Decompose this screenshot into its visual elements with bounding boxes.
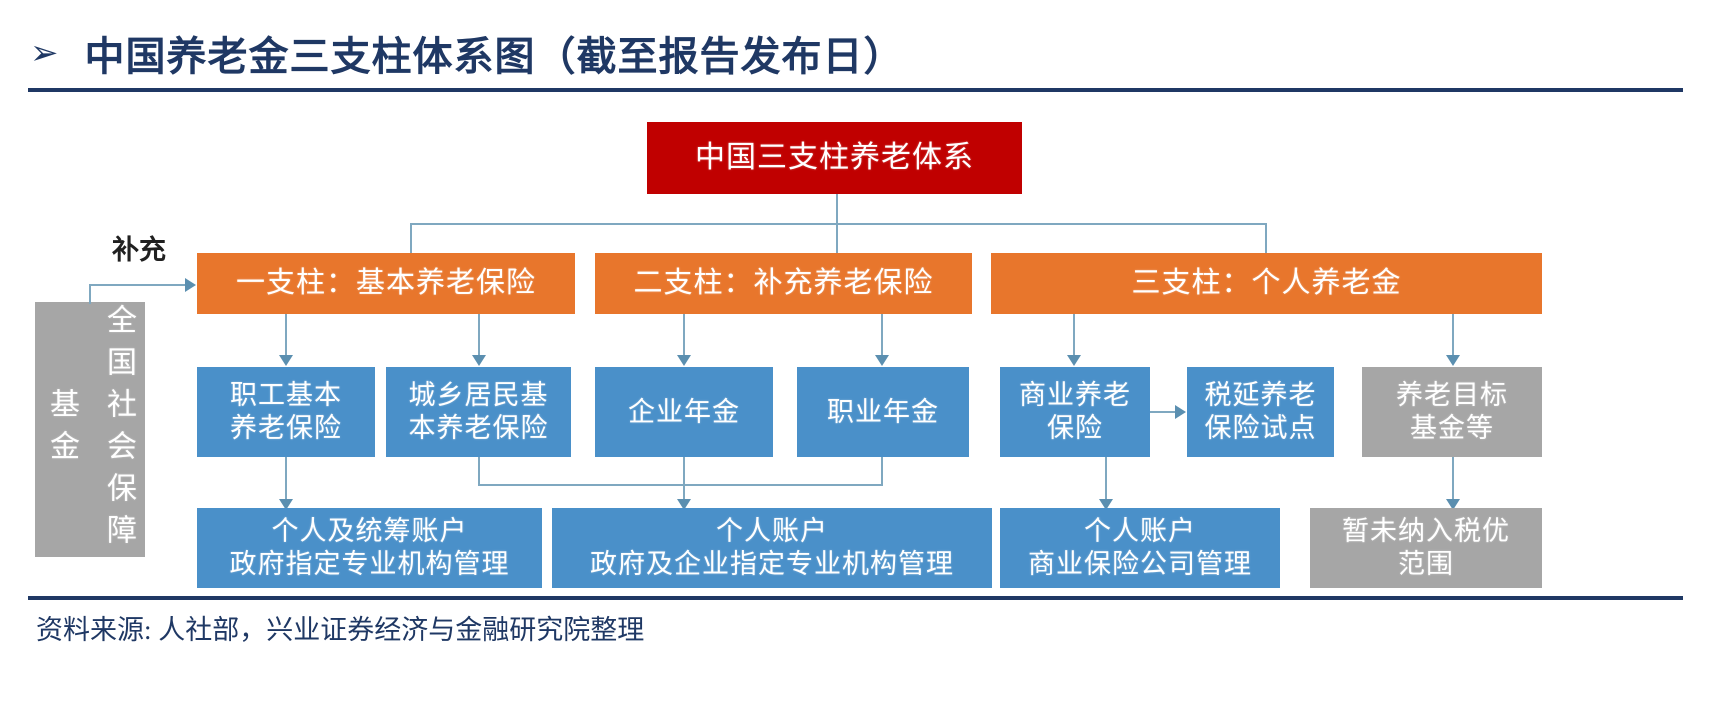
connector-root-to-pillar-3 — [1265, 223, 1267, 254]
connector-pillar1-to-urban-rural — [478, 314, 480, 356]
source-note: 资料来源: 人社部，兴业证券经济与金融研究院整理 — [36, 615, 645, 645]
arrow-pillar2-to-enterprise-annuity — [677, 355, 691, 366]
connector-pillar3-to-target-date-fund — [1452, 314, 1454, 356]
product-employee-basic-pension-insurance: 职工基本 养老保险 — [197, 367, 375, 457]
connector-pillar3-to-commercial-pension — [1073, 314, 1075, 356]
arrow-pillar3-to-commercial-pension — [1067, 355, 1081, 366]
connector-root-stem — [836, 194, 838, 224]
connector-commercial-to-tax-deferred — [1150, 411, 1176, 413]
root-node-china-three-pillar-system: 中国三支柱养老体系 — [647, 122, 1022, 194]
connector-fund-to-pillar-1 — [89, 284, 186, 286]
page-title-text: 中国养老金三支柱体系图（截至报告发布日） — [84, 34, 905, 79]
title-divider — [28, 88, 1683, 92]
footer-divider — [28, 596, 1683, 600]
connector-annuity-merge-bus — [478, 484, 883, 486]
account-personal-government-enterprise: 个人账户 政府及企业指定专业机构管理 — [552, 508, 992, 588]
national-social-security-fund-node: 全国社会保障基金 — [35, 302, 145, 557]
bullet-arrow-icon: ➢ — [30, 33, 59, 73]
connector-pillar2-to-occupational-annuity — [881, 314, 883, 356]
supplement-label: 补充 — [112, 235, 166, 265]
connector-urban-rural-drop — [478, 457, 480, 485]
arrow-pillar3-to-target-date-fund — [1446, 355, 1460, 366]
arrow-pillar1-to-urban-rural — [472, 355, 486, 366]
arrow-pillar2-to-occupational-annuity — [875, 355, 889, 366]
connector-root-to-pillar-1 — [410, 223, 412, 254]
product-occupational-annuity: 职业年金 — [797, 367, 969, 457]
connector-commercial-to-personal-account — [1105, 457, 1107, 501]
arrow-commercial-to-personal-account — [1099, 499, 1113, 510]
pillar-2-supplementary-pension-insurance: 二支柱：补充养老保险 — [595, 253, 972, 314]
arrow-commercial-to-tax-deferred — [1175, 405, 1186, 419]
connector-root-to-pillar-2 — [836, 223, 838, 254]
connector-occupational-annuity-drop — [881, 457, 883, 485]
connector-pillar1-to-employee-basic — [285, 314, 287, 356]
pillar-1-basic-pension-insurance: 一支柱：基本养老保险 — [197, 253, 575, 314]
product-pension-target-fund: 养老目标 基金等 — [1362, 367, 1542, 457]
product-urban-rural-resident-basic-pension-insurance: 城乡居民基 本养老保险 — [386, 367, 571, 457]
connector-employee-basic-to-account — [285, 457, 287, 501]
product-commercial-pension-insurance: 商业养老 保险 — [1000, 367, 1150, 457]
connector-pillar2-to-enterprise-annuity — [683, 314, 685, 356]
connector-fund-riser — [89, 285, 91, 304]
connector-target-fund-to-no-tax-scope — [1452, 457, 1454, 501]
product-tax-deferred-pension-insurance-pilot: 税延养老 保险试点 — [1187, 367, 1334, 457]
product-enterprise-annuity: 企业年金 — [595, 367, 773, 457]
arrow-target-fund-to-no-tax-scope — [1446, 499, 1460, 510]
arrow-pillar1-to-employee-basic — [279, 355, 293, 366]
page-title: ➢ 中国养老金三支柱体系图（截至报告发布日） — [30, 22, 1680, 84]
account-personal-commercial-insurer: 个人账户 商业保险公司管理 — [1000, 508, 1280, 588]
connector-fund-arrowhead — [185, 278, 196, 292]
connector-bus-to-personal-account — [683, 457, 685, 501]
account-not-in-tax-incentive-scope: 暂未纳入税优 范围 — [1310, 508, 1542, 588]
arrow-bus-to-personal-account — [677, 499, 691, 510]
arrow-employee-basic-to-account — [279, 499, 293, 510]
account-personal-and-pooled: 个人及统筹账户 政府指定专业机构管理 — [197, 508, 542, 588]
pillar-3-personal-pension: 三支柱：个人养老金 — [991, 253, 1542, 314]
connector-root-bus — [410, 223, 1267, 225]
